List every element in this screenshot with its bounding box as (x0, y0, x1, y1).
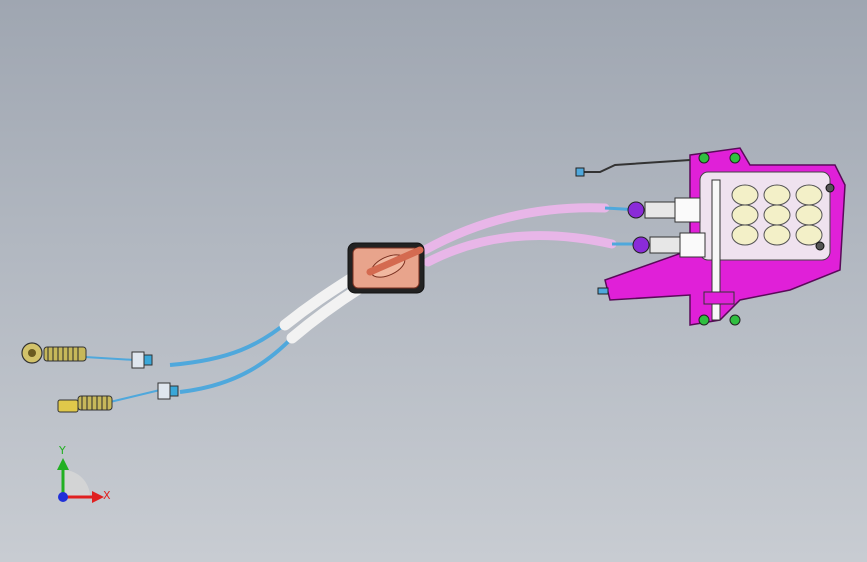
gate-modules (731, 184, 823, 246)
upper-cable-end[interactable] (21, 342, 153, 369)
y-axis-label: Y (58, 444, 66, 457)
upper-cable-knob[interactable] (627, 201, 645, 219)
axis-triad: Y X (57, 444, 111, 503)
lower-cable-abutment[interactable] (632, 232, 706, 258)
mounting-bolts (698, 152, 835, 326)
lower-eyelet[interactable] (57, 399, 79, 413)
x-axis-label: X (103, 489, 111, 502)
upper-white-sleeve[interactable] (279, 272, 358, 331)
shifter-assembly[interactable] (575, 147, 846, 326)
upper-pink-sleeve[interactable] (420, 203, 610, 255)
z-axis-dot (58, 492, 68, 502)
firewall-grommet[interactable] (347, 242, 425, 294)
lower-cable-end[interactable] (57, 382, 179, 413)
lower-cable-knob[interactable] (632, 236, 650, 254)
upper-cable-abutment[interactable] (627, 197, 701, 223)
shift-cables[interactable] (169, 203, 645, 394)
lower-pink-sleeve[interactable] (423, 231, 617, 267)
selector-arm[interactable] (580, 159, 691, 173)
